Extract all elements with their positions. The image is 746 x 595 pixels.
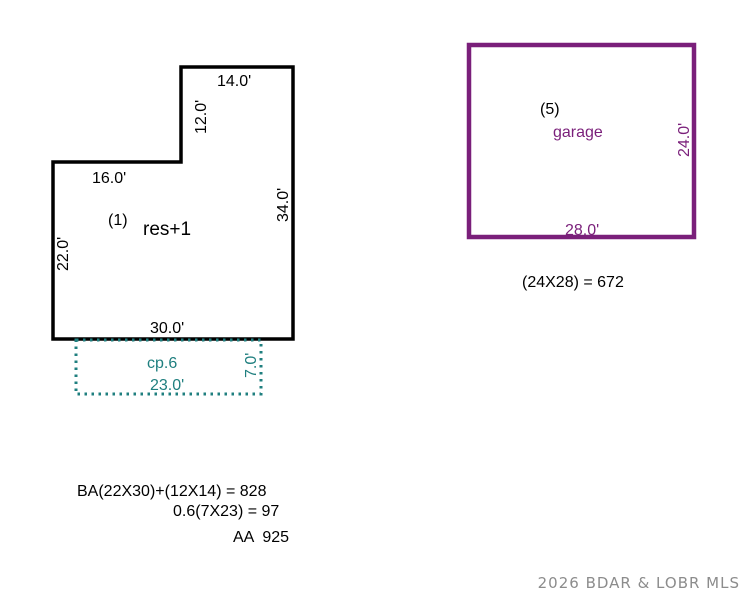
adjusted-area-calc: AA 925 bbox=[233, 529, 289, 546]
base-area-calc: BA(22X30)+(12X14) = 828 bbox=[77, 483, 267, 500]
carport-dim-bottom: 23.0' bbox=[150, 377, 184, 394]
carport-label: cp.6 bbox=[147, 355, 177, 372]
residence-dim-right: 34.0' bbox=[275, 188, 292, 222]
residence-dim-left: 22.0' bbox=[55, 237, 72, 271]
carport-area-calc: 0.6(7X23) = 97 bbox=[173, 503, 279, 520]
garage-dim-bottom: 28.0' bbox=[565, 222, 599, 239]
mls-watermark: 2026 BDAR & LOBR MLS bbox=[538, 574, 740, 592]
residence-dim-top: 14.0' bbox=[217, 73, 251, 90]
garage-number: (5) bbox=[540, 101, 560, 118]
carport-dim-right: 7.0' bbox=[243, 353, 260, 378]
residence-dim-step-horizontal: 16.0' bbox=[92, 170, 126, 187]
garage-outline bbox=[466, 42, 697, 240]
garage-dim-right: 24.0' bbox=[676, 123, 693, 157]
residence-number: (1) bbox=[108, 212, 128, 229]
residence-label: res+1 bbox=[143, 219, 191, 240]
garage-label: garage bbox=[553, 124, 603, 141]
residence-dim-step-vertical: 12.0' bbox=[193, 100, 210, 134]
carport-outline bbox=[74, 338, 263, 396]
garage-area-formula: (24X28) = 672 bbox=[522, 274, 624, 291]
residence-dim-bottom: 30.0' bbox=[150, 320, 184, 337]
residence-outline bbox=[51, 65, 295, 341]
